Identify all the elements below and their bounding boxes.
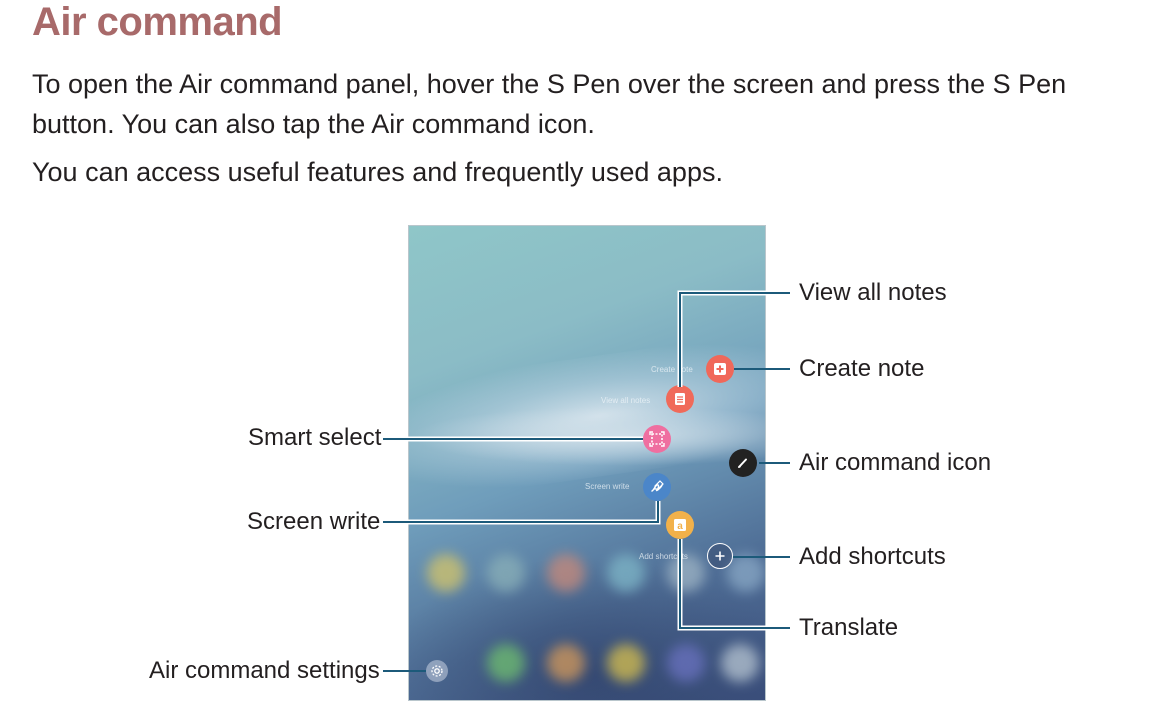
gear-icon — [431, 665, 443, 677]
svg-text:a: a — [677, 521, 683, 532]
smart-select-icon — [649, 431, 665, 447]
add-shortcuts-screen-label: Add shortcuts — [639, 552, 688, 561]
intro-text: To open the Air command panel, hover the… — [32, 69, 1067, 139]
translate-icon: a — [674, 519, 686, 532]
callout-air-command-icon: Air command icon — [799, 449, 992, 476]
smart-select-button[interactable] — [643, 425, 671, 453]
add-shortcuts-button[interactable] — [707, 543, 733, 569]
pen-icon — [738, 458, 747, 468]
air-command-settings-button[interactable] — [426, 660, 448, 682]
create-note-screen-label: Create note — [651, 365, 693, 374]
callout-add-shortcuts: Add shortcuts — [799, 543, 946, 570]
translate-button[interactable]: a — [666, 511, 694, 539]
notes-list-icon — [675, 393, 685, 405]
plus-icon — [715, 551, 725, 561]
callout-smart-select: Smart select — [248, 424, 382, 451]
intro-paragraph: To open the Air command panel, hover the… — [32, 64, 1142, 144]
screen-write-button[interactable] — [643, 473, 671, 501]
callout-translate: Translate — [799, 614, 899, 641]
note-plus-icon — [714, 363, 726, 375]
pen-write-icon — [651, 480, 664, 492]
create-note-button[interactable] — [706, 355, 734, 383]
screen-write-screen-label: Screen write — [585, 482, 630, 491]
view-all-notes-screen-label: View all notes — [601, 396, 651, 405]
callout-air-command-settings: Air command settings — [149, 657, 380, 684]
callout-view-all-notes: View all notes — [799, 279, 947, 306]
callout-create-note: Create note — [799, 355, 925, 382]
air-command-button[interactable] — [729, 449, 757, 477]
callout-screen-write: Screen write — [247, 508, 381, 535]
view-all-notes-button[interactable] — [666, 385, 694, 413]
page-title: Air command — [32, 0, 283, 44]
features-paragraph: You can access useful features and frequ… — [32, 157, 723, 187]
